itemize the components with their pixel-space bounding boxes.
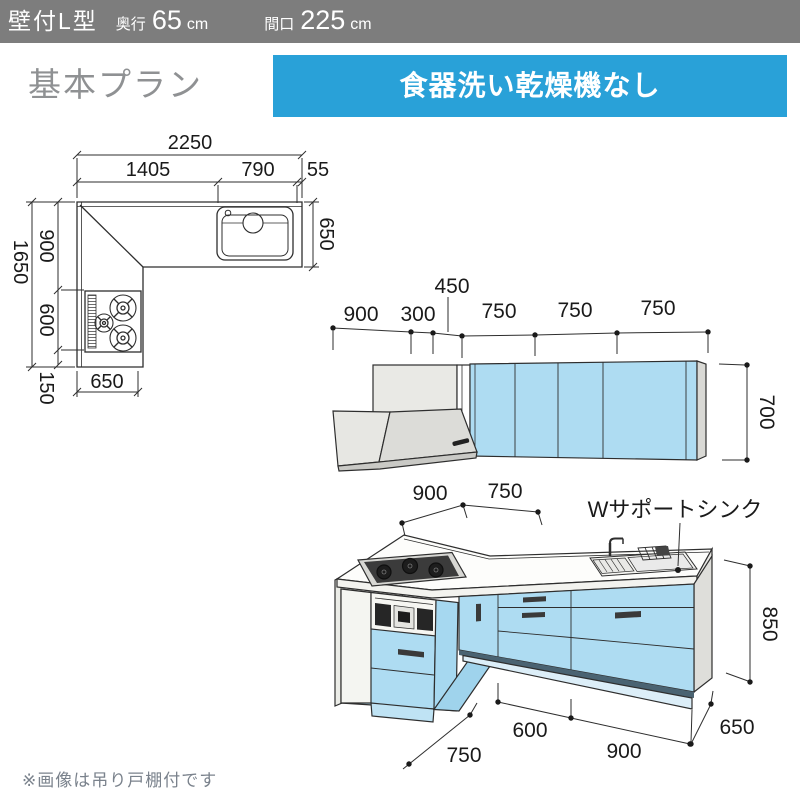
sink-rack-icon (637, 545, 672, 561)
persp-dim-750-back: 750 (487, 480, 522, 503)
sink-type-label: Wサポートシンク (588, 497, 763, 522)
plan-title: 基本プラン (28, 66, 203, 103)
drawer-handle (398, 649, 424, 658)
elev-range-hood (332, 408, 478, 472)
drawer-handle (615, 611, 641, 619)
dishwasher-badge: 食器洗い乾燥機なし (273, 55, 787, 117)
elev-dim-900: 900 (343, 303, 378, 326)
elev-dim-450: 450 (434, 275, 469, 298)
hood-handle (452, 438, 470, 446)
plan-dim-650-right: 650 (315, 217, 337, 250)
plan-dimensions (26, 150, 319, 397)
elevation-view: 900 300 450 750 750 750 700 (330, 275, 778, 472)
elev-dim-750c: 750 (640, 297, 675, 320)
persp-left-run (340, 588, 437, 723)
drawer-handle (522, 612, 545, 618)
elev-dim-700: 700 (755, 394, 778, 429)
elev-dim-750a: 750 (481, 300, 516, 323)
persp-dim-750-front: 750 (446, 744, 481, 767)
persp-right-run (432, 583, 695, 712)
plan-sink (216, 206, 294, 261)
plan-dim-900: 900 (35, 229, 57, 262)
elev-dim-750b: 750 (557, 299, 592, 322)
width-value: 225 (300, 5, 346, 35)
plan-dim-600: 600 (35, 303, 57, 336)
drawer-handle (476, 603, 481, 622)
persp-dim-900-front: 900 (606, 740, 641, 763)
persp-dim-650: 650 (719, 716, 754, 739)
elev-side-panel (696, 360, 707, 461)
plan-cooktop (84, 290, 142, 353)
elev-dim-300: 300 (400, 303, 435, 326)
plan-dim-790: 790 (241, 159, 274, 181)
persp-dim-900-back: 900 (412, 482, 447, 505)
plan-dim-150: 150 (35, 371, 57, 404)
plan-dim-650-bottom: 650 (90, 371, 123, 393)
plan-dim-55: 55 (307, 159, 329, 181)
header-bar: 壁付L型 奥行 65 cm 間口 225 cm (0, 0, 800, 43)
plan-view: 2250 1405 790 55 1650 900 600 150 650 65… (9, 132, 337, 405)
persp-cooktop (357, 551, 467, 587)
plan-corner-seam (79, 204, 144, 268)
depth-label: 奥行 (115, 16, 146, 33)
depth-unit: cm (186, 16, 209, 33)
persp-sink (589, 537, 698, 577)
drawer-handle (523, 596, 546, 603)
persp-dim-600: 600 (512, 719, 547, 742)
plan-dim-1405: 1405 (126, 159, 171, 181)
plan-dim-2250: 2250 (168, 132, 213, 154)
depth-value: 65 (151, 5, 182, 35)
faucet-icon (608, 537, 624, 556)
persp-dim-850: 850 (758, 606, 781, 641)
footnote: ※画像は吊り戸棚付です (22, 771, 218, 790)
plan-dim-1650: 1650 (9, 240, 31, 285)
elev-wall-cabinets (469, 360, 698, 461)
perspective-view: 900 750 Wサポートシンク 850 650 900 600 750 (334, 480, 781, 770)
width-label: 間口 (264, 16, 295, 33)
persp-dimensions (401, 504, 751, 770)
width-unit: cm (350, 16, 372, 33)
technical-drawing: 2250 1405 790 55 1650 900 600 150 650 65… (9, 132, 781, 770)
kitchen-type-label: 壁付L型 (8, 8, 98, 34)
